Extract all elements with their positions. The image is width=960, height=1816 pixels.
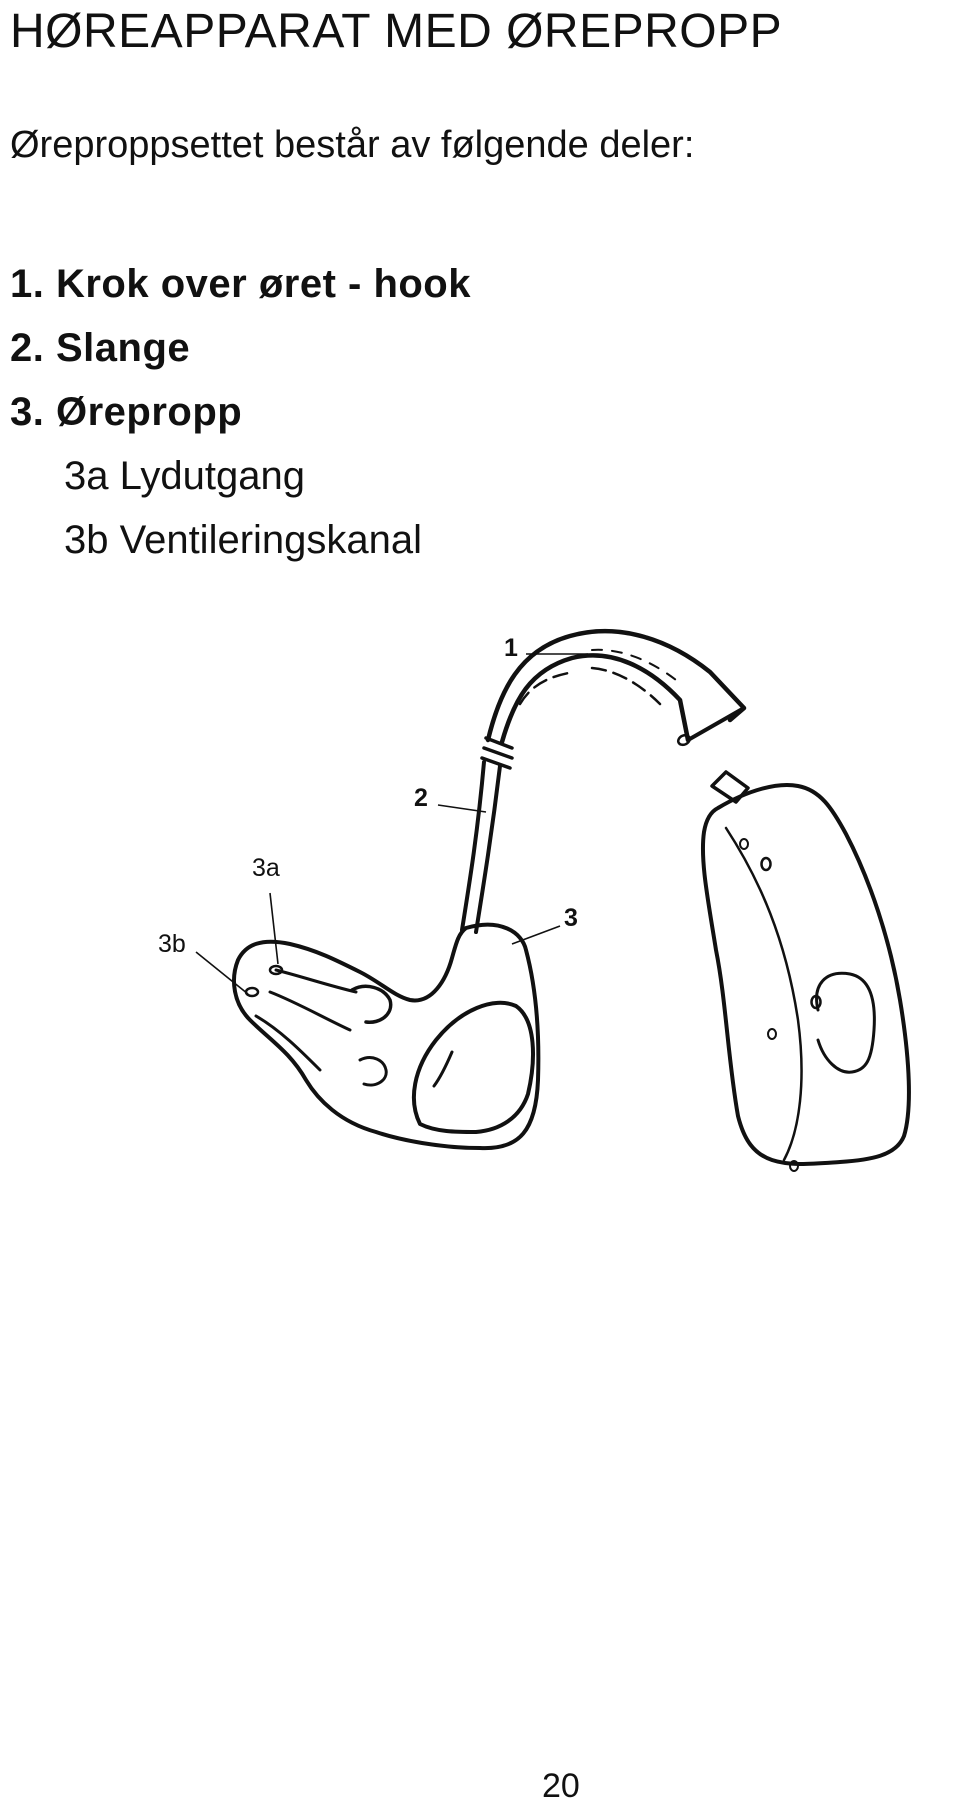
part-sound-outlet: 3a Lydutgang [64, 454, 305, 498]
earmold-illustration [232, 922, 541, 1151]
label-vent: 3b [158, 930, 186, 958]
hearing-aid-diagram: 1 2 3 3a 3b [158, 628, 911, 1172]
part-earmold: 3. Ørepropp [10, 390, 243, 434]
part-vent: 3b Ventileringskanal [64, 518, 423, 562]
leader-lines [195, 653, 588, 995]
label-earmold: 3 [564, 904, 578, 932]
page-title: HØREAPPARAT MED ØREPROPP [10, 5, 783, 58]
part-hook: 1. Krok over øret - hook [10, 262, 471, 306]
page-number: 20 [542, 1767, 580, 1805]
hearing-aid-body-illustration [700, 770, 911, 1172]
intro-text: Øreproppsettet består av følgende deler: [10, 124, 695, 166]
parts-list: 1. Krok over øret - hook 2. Slange 3. Ør… [10, 252, 471, 572]
label-tube: 2 [414, 784, 428, 812]
tube-illustration [460, 760, 502, 934]
label-sound-outlet: 3a [252, 854, 280, 882]
hook-illustration [480, 628, 747, 770]
label-hook: 1 [504, 634, 518, 662]
part-tube: 2. Slange [10, 326, 191, 370]
